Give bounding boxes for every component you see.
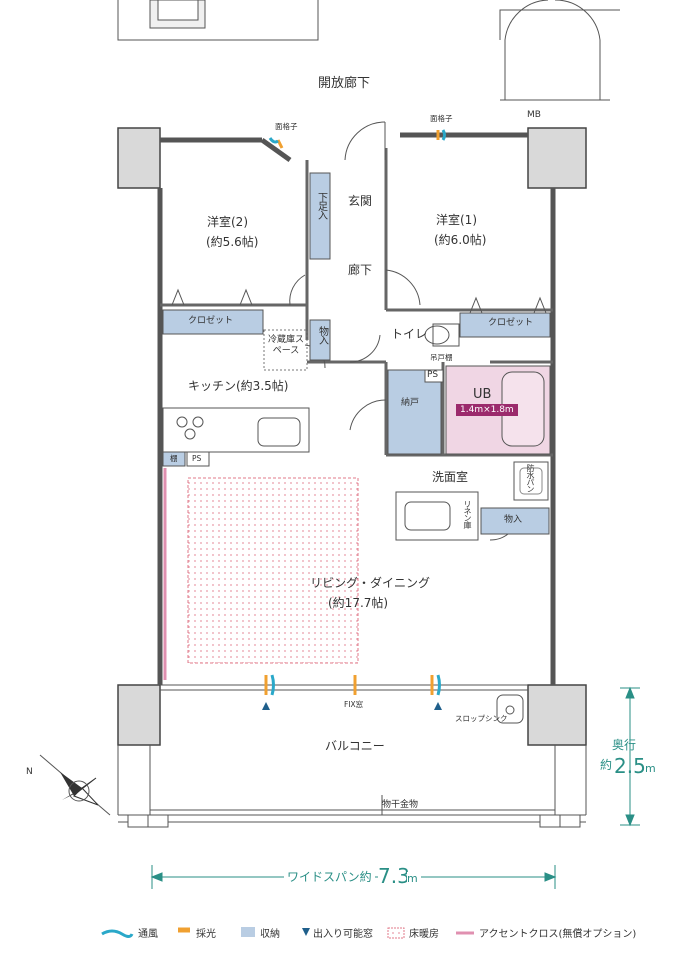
pantry-label: 納戸	[401, 398, 420, 408]
depth-unit: m	[645, 762, 656, 775]
legend-storage: 収納	[260, 929, 280, 940]
slop-sink-label: スロップシンク	[455, 714, 508, 723]
width-unit: m	[407, 872, 421, 886]
legend-symbols	[101, 927, 474, 939]
kitchen-label: キッチン(約3.5帖)	[188, 379, 289, 393]
ub-label: UB	[473, 387, 492, 402]
toilet-label: トイレ	[391, 327, 428, 341]
depth-value: 2.5	[614, 754, 646, 778]
lattice-left-label: 面格子	[275, 122, 298, 131]
lattice-right-label: 面格子	[430, 114, 453, 123]
ps-top-label: PS	[427, 370, 439, 380]
ps-kitchen-label: PS	[192, 454, 202, 463]
legend-floor-heating: 床暖房	[409, 929, 439, 940]
legend-accessible-window: 出入り可能窓	[313, 929, 373, 940]
north-label: N	[26, 767, 33, 777]
balcony-label: バルコニー	[325, 739, 385, 753]
closet-left-label: クロゼット	[188, 316, 234, 326]
storage-wash-label: 物入	[504, 515, 523, 525]
entrance-label: 玄関	[348, 194, 373, 208]
living-name: リビング・ダイニング	[310, 576, 431, 590]
western1-name: 洋室(1)	[436, 213, 477, 227]
compass	[39, 754, 111, 816]
floor-heating	[187, 477, 359, 664]
living-size: (約17.7帖)	[328, 596, 389, 610]
width-label: ワイドスパン約	[284, 870, 375, 885]
storage-hall-label: 物入	[316, 326, 328, 344]
hanging-shelf-label: 吊戸棚	[430, 353, 453, 362]
western2-name: 洋室(2)	[207, 215, 248, 229]
ub-size-badge: 1.4m×1.8m	[456, 404, 518, 416]
depth-label: 奥行	[612, 738, 637, 752]
structural-columns	[117, 127, 587, 746]
depth-prefix: 約	[600, 758, 613, 772]
linen-label: リネン庫	[463, 500, 472, 528]
legend-ventilation: 通風	[138, 929, 158, 940]
hallway-label: 廊下	[348, 263, 373, 277]
waterproof-pan-label: 防水パン	[526, 464, 535, 492]
shoe-storage-label: 下足入	[315, 192, 327, 219]
western2-size: (約5.6帖)	[206, 235, 259, 249]
mb-label: MB	[527, 110, 541, 120]
shelf-label: 棚	[170, 454, 178, 463]
fix-window-label: FIX窓	[344, 700, 364, 709]
closet-right-label: クロゼット	[488, 318, 534, 328]
fridge-space-label: 冷蔵庫スペース	[267, 335, 304, 357]
corridor-label: 開放廊下	[318, 76, 371, 91]
storage-areas	[162, 172, 551, 535]
washroom-label: 洗面室	[432, 470, 469, 484]
legend-accent-cloth: アクセントクロス(無償オプション)	[479, 929, 637, 940]
width-value: 7.3	[378, 864, 410, 889]
clothes-hanger-label: 物干金物	[382, 800, 419, 810]
fridge-space	[263, 329, 308, 371]
western1-size: (約6.0帖)	[434, 233, 487, 247]
legend-daylight: 採光	[196, 929, 216, 940]
